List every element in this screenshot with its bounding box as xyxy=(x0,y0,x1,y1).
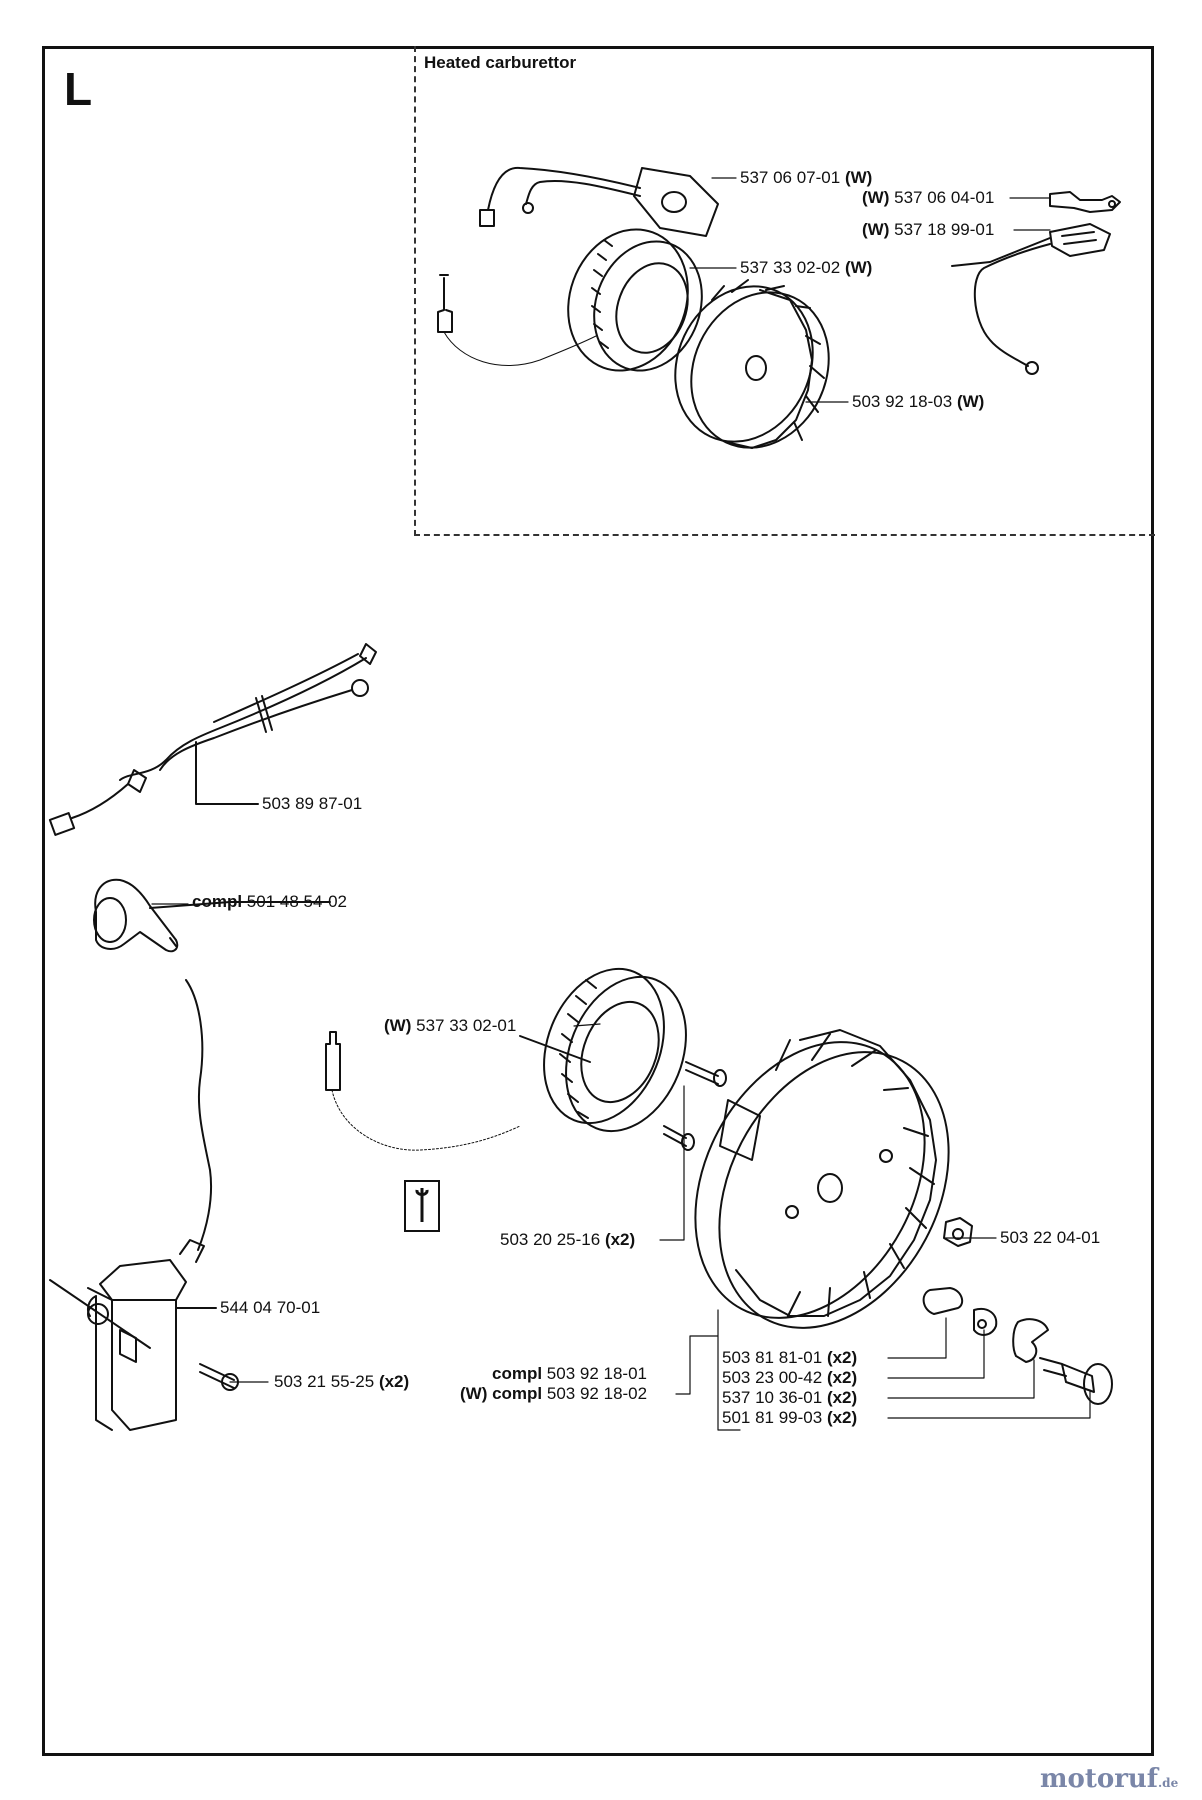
part-tag: (W) xyxy=(384,1016,412,1035)
label-503-89-87-01: 503 89 87-01 xyxy=(262,794,362,814)
label-503-92-18-03: 503 92 18-03 (W) xyxy=(852,392,984,412)
part-tag: (x2) xyxy=(378,1372,410,1391)
label-544-04-70-01: 544 04 70-01 xyxy=(220,1298,320,1318)
spark-plug-cap-part xyxy=(93,878,331,953)
part-tag: (x2) xyxy=(826,1388,858,1407)
wire-harness-part xyxy=(48,643,377,836)
watermark-suffix: .de xyxy=(1158,1776,1179,1790)
heater-element-part xyxy=(951,223,1111,375)
heater-bracket-part xyxy=(1049,191,1121,213)
part-number: 537 33 02-02 xyxy=(740,258,841,277)
part-number: 501 48 54-02 xyxy=(246,892,347,911)
section-letter: L xyxy=(64,63,93,115)
part-tag: (W) xyxy=(956,392,985,411)
diagram-frame xyxy=(42,46,1154,1756)
part-number: 503 92 18-03 xyxy=(852,392,953,411)
main-magnet-ring-part xyxy=(325,967,727,1151)
magnet-ring-part xyxy=(437,228,703,372)
label-537-06-04-01: (W) 537 06 04-01 xyxy=(862,188,994,208)
part-tag: (W) xyxy=(844,168,873,187)
main-flywheel-part xyxy=(694,1029,1113,1405)
watermark-brand: motoruf xyxy=(1040,1764,1158,1794)
ignition-module-part xyxy=(49,979,239,1431)
label-503-92-18-01: compl 503 92 18-01 xyxy=(492,1364,647,1384)
label-503-22-04-01: 503 22 04-01 xyxy=(1000,1228,1100,1248)
label-537-10-36-01: 537 10 36-01 (x2) xyxy=(722,1388,857,1408)
part-prefix: compl xyxy=(192,892,243,911)
part-number: 501 81 99-03 xyxy=(722,1408,823,1427)
label-501-48-54-02: compl 501 48 54-02 xyxy=(192,892,347,912)
heated-carburettor-inset xyxy=(414,46,1155,536)
part-number: 503 21 55-25 xyxy=(274,1372,375,1391)
part-tag: (x2) xyxy=(826,1408,858,1427)
part-number: 537 18 99-01 xyxy=(894,220,995,239)
tool-symbol xyxy=(404,1180,440,1232)
part-number: 544 04 70-01 xyxy=(220,1298,321,1317)
part-number: 537 10 36-01 xyxy=(722,1388,823,1407)
label-503-20-25-16: 503 20 25-16 (x2) xyxy=(500,1230,635,1250)
part-prefix: compl xyxy=(492,1364,543,1383)
inset-flywheel-part xyxy=(674,279,830,449)
part-number: 503 23 00-42 xyxy=(722,1368,823,1387)
part-number: 503 89 87-01 xyxy=(262,794,363,813)
wrench-icon xyxy=(415,1188,429,1222)
inset-title: Heated carburettor xyxy=(424,53,577,72)
part-tag: (W) xyxy=(862,188,890,207)
part-number: 503 92 18-02 xyxy=(546,1384,648,1403)
label-503-92-18-02: (W) compl 503 92 18-02 xyxy=(460,1384,647,1404)
part-prefix: (W) compl xyxy=(460,1384,543,1403)
label-537-33-02-02: 537 33 02-02 (W) xyxy=(740,258,872,278)
label-503-21-55-25: 503 21 55-25 (x2) xyxy=(274,1372,409,1392)
part-tag: (W) xyxy=(862,220,890,239)
label-501-81-99-03: 501 81 99-03 (x2) xyxy=(722,1408,857,1428)
leader-lines xyxy=(151,177,1091,1431)
part-tag: (x2) xyxy=(826,1348,858,1367)
part-number: 537 33 02-01 xyxy=(416,1016,517,1035)
watermark: motoruf.de xyxy=(1040,1764,1178,1794)
part-number: 537 06 07-01 xyxy=(740,168,841,187)
label-537-06-07-01: 537 06 07-01 (W) xyxy=(740,168,872,188)
label-503-23-00-42: 503 23 00-42 (x2) xyxy=(722,1368,857,1388)
part-tag: (W) xyxy=(844,258,873,277)
heater-plate-part xyxy=(479,166,719,237)
part-number: 503 92 18-01 xyxy=(546,1364,647,1383)
label-503-81-81-01: 503 81 81-01 (x2) xyxy=(722,1348,857,1368)
part-number: 503 81 81-01 xyxy=(722,1348,823,1367)
label-537-33-02-01: (W) 537 33 02-01 xyxy=(384,1016,516,1036)
label-537-18-99-01: (W) 537 18 99-01 xyxy=(862,220,994,240)
part-number: 503 20 25-16 xyxy=(500,1230,601,1249)
part-number: 503 22 04-01 xyxy=(1000,1228,1101,1247)
part-tag: (x2) xyxy=(604,1230,636,1249)
part-tag: (x2) xyxy=(826,1368,858,1387)
part-number: 537 06 04-01 xyxy=(894,188,995,207)
